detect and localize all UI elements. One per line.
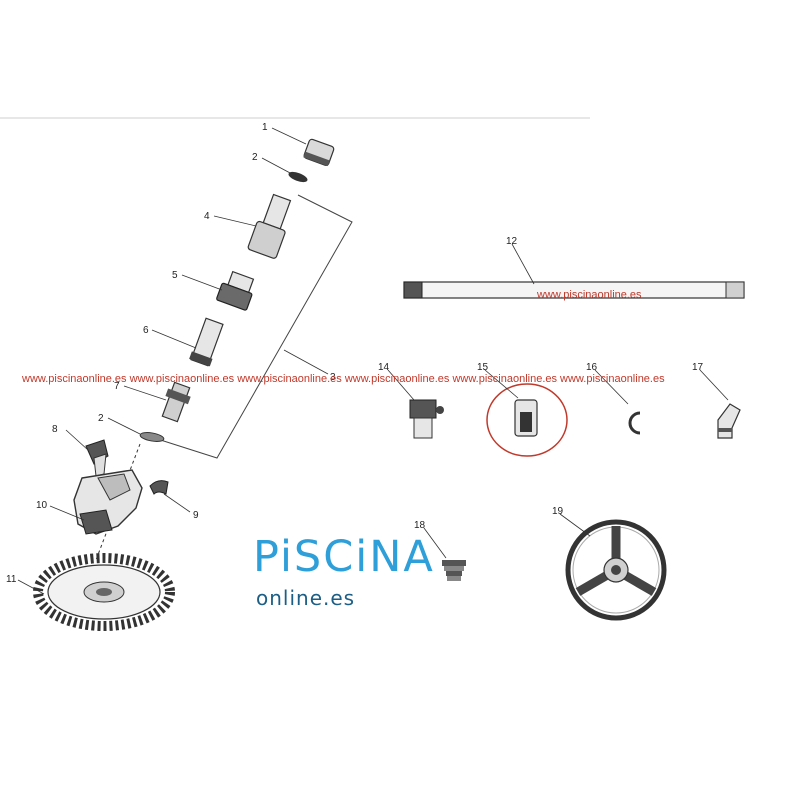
- callout-15: 15: [477, 362, 489, 373]
- part-11-disc: [33, 553, 175, 631]
- part-2-ring-bottom: [139, 432, 165, 442]
- callout-7: 7: [114, 381, 120, 392]
- part-16-c-ring: [628, 411, 641, 435]
- callout-11: 11: [6, 574, 17, 585]
- watermark-single: www.piscinaonline.es: [537, 289, 642, 301]
- callout-2b: 2: [98, 413, 104, 424]
- callout-16: 16: [586, 362, 598, 373]
- callout-18: 18: [414, 520, 426, 531]
- part-9-clip: [149, 480, 169, 495]
- callout-8: 8: [52, 424, 58, 435]
- callout-4: 4: [204, 211, 210, 222]
- callout-3: 3: [330, 372, 336, 383]
- callout-12: 12: [506, 236, 518, 247]
- part-19-wheel: [565, 519, 667, 621]
- callout-5: 5: [172, 270, 178, 281]
- part-14-valve: [409, 399, 444, 439]
- part-18-cone: [442, 560, 466, 581]
- callout-17: 17: [692, 362, 704, 373]
- part-8-piece: [85, 439, 109, 477]
- part-15-highlight-circle: [486, 383, 568, 457]
- part-1-cap: [303, 138, 335, 167]
- callout-19: 19: [552, 506, 564, 517]
- part-15-clip: [514, 399, 538, 437]
- part-5-nut: [216, 270, 255, 311]
- part-4-tube: [247, 193, 292, 259]
- callout-6: 6: [143, 325, 149, 336]
- part-12-pole: [403, 281, 745, 299]
- callout-labels: 1 2 4 5 6 7 2 3 8 9 10 11 12 14 15 16 17…: [6, 122, 704, 585]
- callout-2: 2: [252, 152, 258, 163]
- callout-14: 14: [378, 362, 390, 373]
- callout-10: 10: [36, 500, 48, 511]
- part-17-elbow: [717, 403, 741, 439]
- logo-sub: online.es: [256, 586, 356, 610]
- callout-9: 9: [193, 510, 199, 521]
- part-7-connector: [161, 381, 191, 423]
- logo-main: PiSCiNA: [253, 532, 435, 582]
- callout-1: 1: [262, 122, 268, 133]
- assembly-bracket-3: [147, 194, 353, 459]
- watermark-row: www.piscinaonline.es www.piscinaonline.e…: [22, 373, 665, 385]
- part-2-ring-top: [288, 171, 308, 183]
- leader-lines: [17, 127, 729, 595]
- part-10-body: [73, 469, 143, 535]
- part-6-tube: [189, 317, 224, 367]
